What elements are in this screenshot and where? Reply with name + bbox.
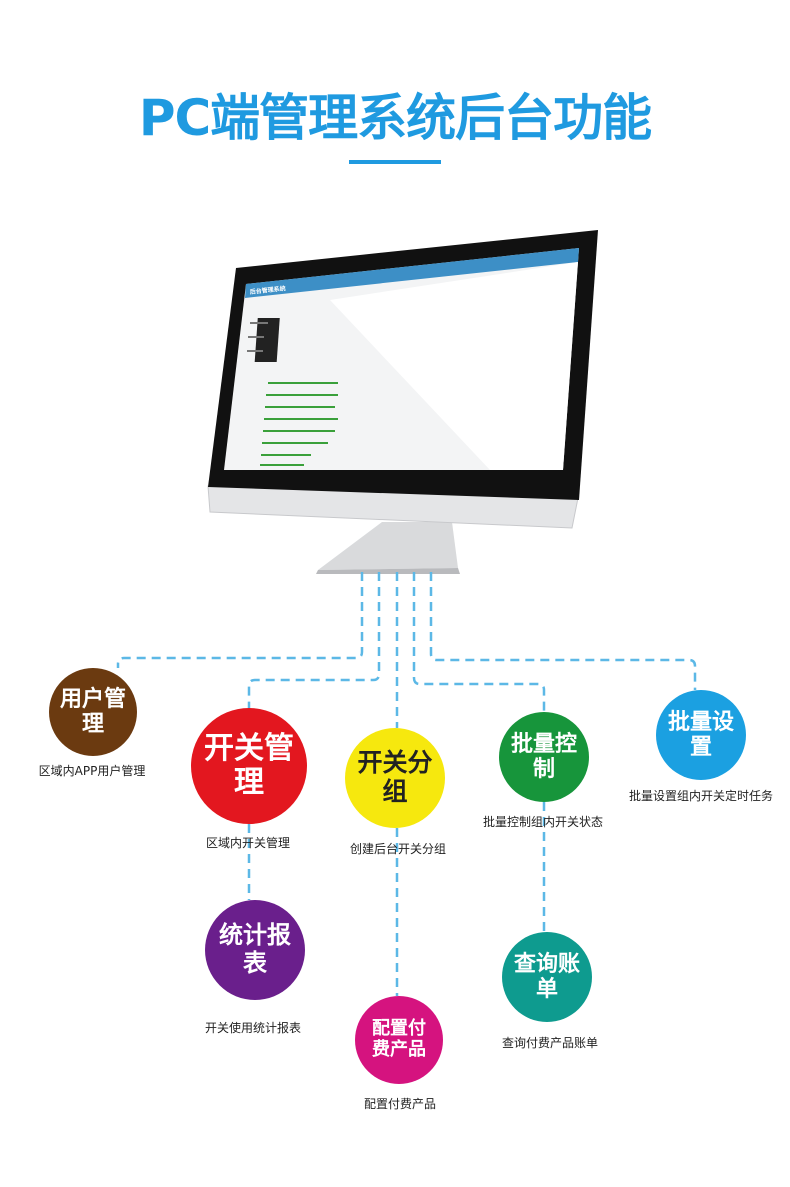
feature-batch-setting: 批量设置 bbox=[656, 690, 746, 780]
page-title: PC端管理系统后台功能 bbox=[138, 89, 652, 147]
feature-label: 批量控制 bbox=[510, 731, 577, 782]
feature-label: 开关分组 bbox=[357, 748, 433, 806]
feature-paid-products: 配置付费产品 bbox=[355, 996, 443, 1084]
feature-caption: 开关使用统计报表 bbox=[204, 1021, 301, 1035]
feature-label: 批量设置 bbox=[667, 709, 734, 760]
feature-label: 用户管理 bbox=[59, 686, 126, 737]
feature-label: 配置付费产品 bbox=[371, 1018, 426, 1060]
feature-user-management: 用户管理 bbox=[49, 668, 137, 756]
feature-label: 统计报表 bbox=[219, 921, 291, 977]
screen-app-name: 后台管理系统 bbox=[249, 284, 286, 296]
feature-caption: 批量设置组内开关定时任务 bbox=[628, 789, 773, 803]
feature-caption: 创建后台开关分组 bbox=[349, 842, 446, 856]
feature-caption: 查询付费产品账单 bbox=[501, 1036, 598, 1050]
feature-caption: 配置付费产品 bbox=[363, 1097, 436, 1111]
feature-query-bill: 查询账单 bbox=[502, 932, 592, 1022]
feature-caption: 批量控制组内开关状态 bbox=[482, 815, 603, 829]
feature-statistics-report: 统计报表 bbox=[205, 900, 305, 1000]
feature-batch-control: 批量控制 bbox=[499, 712, 589, 802]
feature-caption: 区域内APP用户管理 bbox=[38, 764, 146, 778]
feature-switch-group: 开关分组 bbox=[345, 728, 445, 828]
feature-caption: 区域内开关管理 bbox=[205, 836, 290, 850]
feature-label: 查询账单 bbox=[513, 951, 580, 1002]
monitor-stand bbox=[318, 522, 458, 570]
feature-switch-management: 开关管理 bbox=[191, 708, 307, 824]
feature-label: 开关管理 bbox=[203, 730, 294, 800]
title-underline bbox=[349, 160, 441, 164]
connector-lines bbox=[116, 572, 697, 996]
